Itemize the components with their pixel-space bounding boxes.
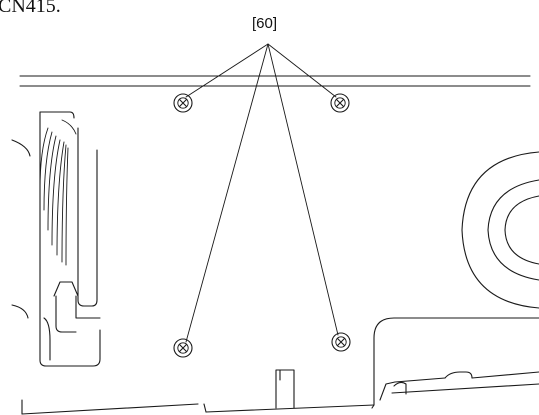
center-bottom-tab [275,369,295,409]
bottom-right-housing [371,317,539,409]
leader-lines [185,43,339,343]
leader-line-top-right [267,43,337,98]
screw-layer [173,93,351,358]
leader-line-bottom-left [185,43,269,343]
callout-label: [60] [252,15,277,32]
phillips-screw-icon-screw-bottom-right [331,332,351,352]
phillips-screw-icon-screw-top-right [330,93,350,113]
header-cutoff-text: CN415. [0,0,61,17]
leader-line-top-left [185,43,269,98]
right-circular-housing [461,151,539,309]
left-bracket-assembly [11,111,101,367]
leader-line-bottom-right [267,43,339,336]
bottom-edge [21,399,375,415]
phillips-screw-icon-screw-top-left [173,93,193,113]
top-rail [19,75,531,87]
phillips-screw-icon-screw-bottom-left [173,338,193,358]
